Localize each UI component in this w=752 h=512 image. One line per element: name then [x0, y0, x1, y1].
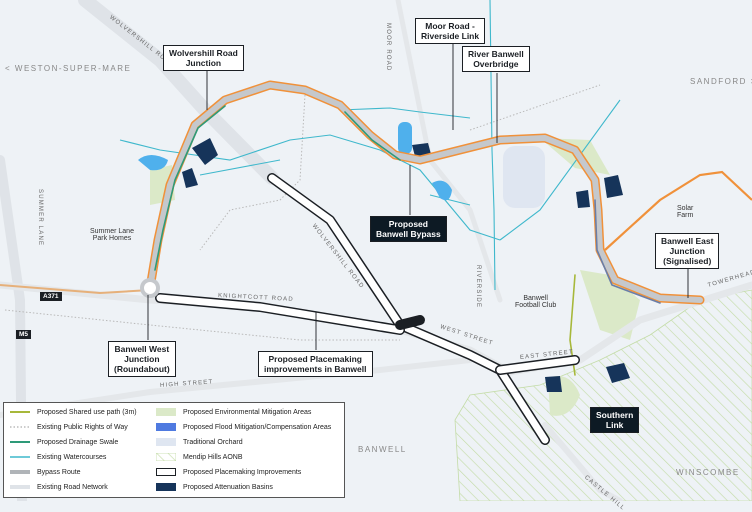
west-roundabout	[140, 278, 160, 298]
dotted-line-icon	[10, 423, 30, 431]
legend-label: Mendip Hills AONB	[183, 453, 243, 461]
callout-moor-road-link: Moor Road - Riverside Link	[415, 18, 486, 44]
road-label-moor-road: MOOR ROAD	[385, 23, 391, 72]
hatch-area-icon	[156, 453, 176, 461]
legend-label: Proposed Attenuation Basins	[183, 483, 273, 491]
olive-line-icon	[10, 408, 30, 416]
navy-area-icon	[156, 483, 176, 491]
legend-label: Proposed Flood Mitigation/Compensation A…	[183, 423, 332, 431]
light-grey-line-icon	[10, 483, 30, 491]
mendip-hills-aonb-area	[454, 289, 752, 501]
legend-item-drainage-swale: Proposed Drainage Swale	[10, 438, 118, 446]
legend-label: Traditional Orchard	[183, 438, 243, 446]
legend-label: Existing Public Rights of Way	[37, 423, 128, 431]
callout-wolvershill-junction: Wolvershill Road Junction	[163, 45, 244, 71]
legend-item-shared-use-path: Proposed Shared use path (3m)	[10, 408, 137, 416]
callout-west-junction: Banwell West Junction (Roundabout)	[108, 341, 176, 377]
legend-label: Proposed Environmental Mitigation Areas	[183, 408, 312, 416]
legend-item-existing-roads: Existing Road Network	[10, 483, 108, 491]
legend-item-flood-mitigation: Proposed Flood Mitigation/Compensation A…	[156, 423, 331, 431]
legend-item-mendip-hills-aonb: Mendip Hills AONB	[156, 453, 243, 461]
m5-shield: M5	[16, 330, 32, 339]
callout-leaders	[147, 42, 689, 350]
legend-item-public-rights-of-way: Existing Public Rights of Way	[10, 423, 128, 431]
label-solar-farm: Solar Farm	[677, 205, 694, 219]
green-area-icon	[156, 408, 176, 416]
legend-label: Proposed Drainage Swale	[37, 438, 119, 446]
place-winscombe: WINSCOMBE	[676, 468, 740, 477]
map-legend: Proposed Shared use path (3m) Existing P…	[3, 402, 345, 498]
legend-item-traditional-orchard: Traditional Orchard	[156, 438, 243, 446]
grey-line-icon	[10, 468, 30, 476]
cyan-line-icon	[10, 453, 30, 461]
traditional-orchard-area	[503, 146, 545, 208]
label-summer-lane-park-homes: Summer Lane Park Homes	[90, 228, 134, 242]
callout-proposed-bypass: Proposed Banwell Bypass	[370, 216, 447, 242]
shared-use-path-west	[0, 284, 151, 295]
legend-label: Bypass Route	[37, 468, 81, 476]
callout-river-overbridge: River Banwell Overbridge	[462, 46, 530, 72]
legend-label: Existing Road Network	[37, 483, 108, 491]
callout-southern-link: Southern Link	[590, 407, 640, 433]
placemaking-improvements	[155, 173, 580, 445]
pale-blue-area-icon	[156, 438, 176, 446]
legend-item-placemaking: Proposed Placemaking Improvements	[156, 468, 301, 476]
flood-mitigation-areas	[138, 122, 452, 201]
shared-use-path-east	[604, 170, 752, 251]
green-line-icon	[10, 438, 30, 446]
legend-label: Proposed Shared use path (3m)	[37, 408, 137, 416]
blue-area-icon	[156, 423, 176, 431]
road-label-riverside: RIVERSIDE	[475, 265, 481, 309]
place-weston: < WESTON-SUPER-MARE	[5, 64, 132, 73]
callout-east-junction: Banwell East Junction (Signalised)	[655, 233, 720, 269]
outline-box-icon	[156, 468, 176, 476]
map-graphics	[0, 0, 752, 501]
a371-shield: A371	[40, 292, 62, 301]
road-label-summer-lane: SUMMER LANE	[37, 189, 43, 247]
legend-item-bypass-route: Bypass Route	[10, 468, 81, 476]
existing-watercourses	[119, 0, 621, 291]
attenuation-basins	[182, 138, 630, 392]
legend-label: Existing Watercourses	[37, 453, 107, 461]
legend-item-env-mitigation: Proposed Environmental Mitigation Areas	[156, 408, 311, 416]
legend-item-watercourses: Existing Watercourses	[10, 453, 106, 461]
public-rights-of-way	[4, 84, 601, 341]
legend-item-attenuation-basins: Proposed Attenuation Basins	[156, 483, 273, 491]
callout-placemaking: Proposed Placemaking improvements in Ban…	[258, 351, 373, 377]
place-banwell: BANWELL	[358, 445, 407, 454]
label-football-club: Banwell Football Club	[515, 295, 557, 309]
place-sandford: SANDFORD >	[690, 77, 752, 86]
legend-label: Proposed Placemaking Improvements	[183, 468, 302, 476]
